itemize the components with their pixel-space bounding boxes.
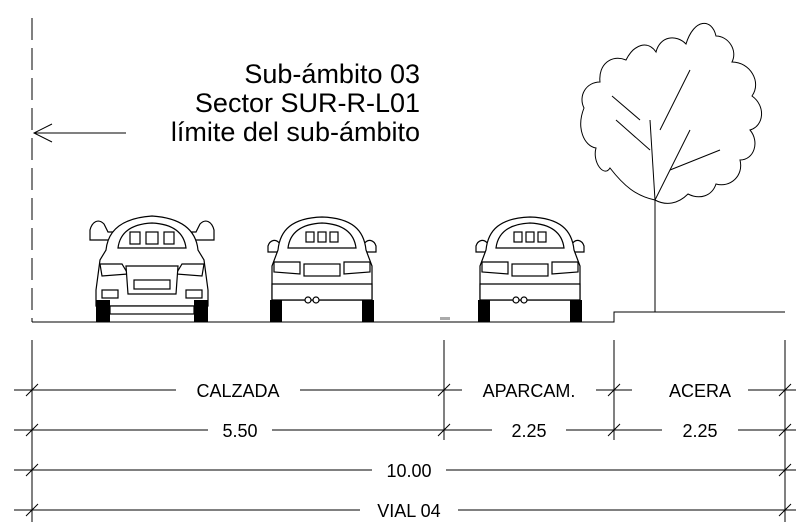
- car-rear-view-2: [475, 216, 585, 322]
- label-aparcam: APARCAM.: [483, 381, 576, 401]
- label-acera: ACERA: [669, 381, 731, 401]
- label-calzada: CALZADA: [196, 381, 279, 401]
- boundary-arrow-icon: [32, 123, 126, 143]
- car-rear-view-1: [267, 216, 377, 322]
- tree-icon: [580, 23, 762, 312]
- value-total: 10.00: [386, 461, 431, 481]
- dimension-row-2: 5.50 2.25 2.25: [14, 421, 796, 441]
- car-front-view: [89, 215, 215, 322]
- note-line-1: Sub-ámbito 03: [244, 59, 420, 89]
- road-marking: [440, 317, 450, 320]
- dimension-row-4: VIAL 04: [14, 501, 796, 521]
- dimension-row-1: CALZADA APARCAM. ACERA: [14, 381, 796, 401]
- value-acera: 2.25: [682, 421, 717, 441]
- value-aparcam: 2.25: [511, 421, 546, 441]
- ground-profile: [32, 311, 785, 323]
- dimension-row-3: 10.00: [14, 461, 796, 481]
- value-calzada: 5.50: [222, 421, 257, 441]
- note-line-3: límite del sub-ámbito: [171, 117, 420, 147]
- note-line-2: Sector SUR-R-L01: [195, 88, 420, 118]
- road-name: VIAL 04: [377, 501, 440, 521]
